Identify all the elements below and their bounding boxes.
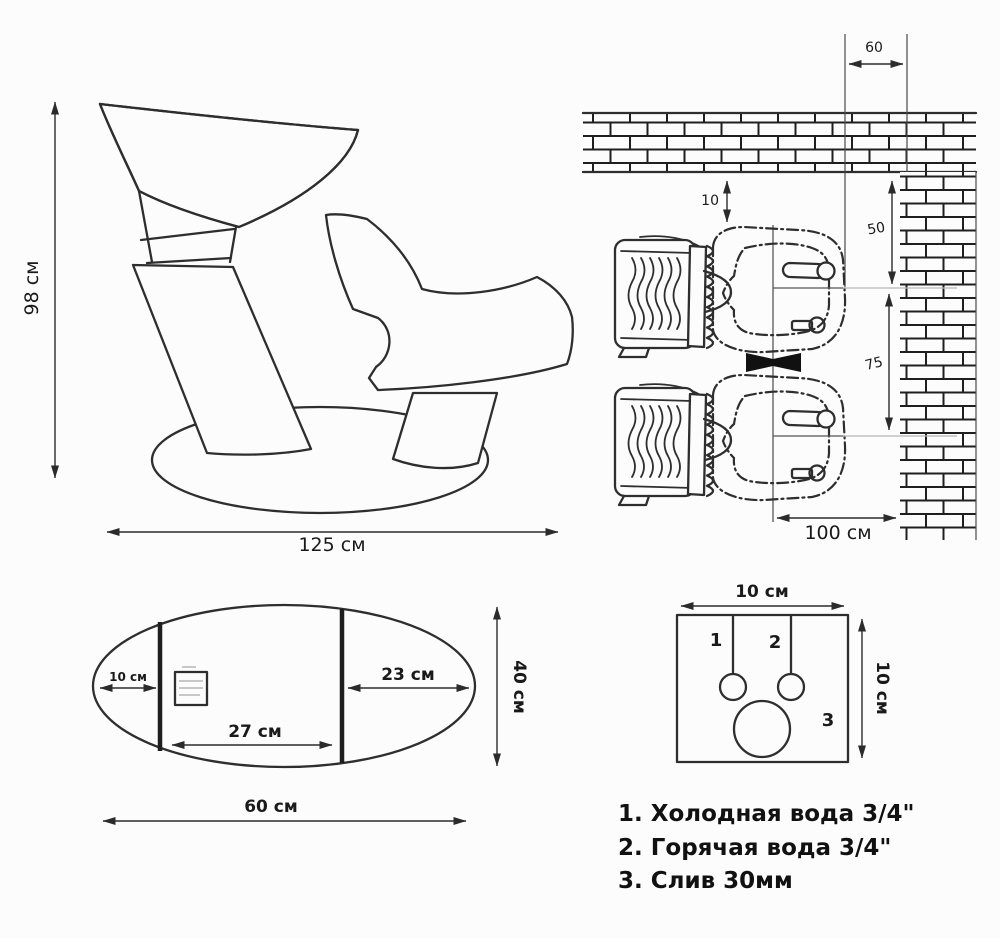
chair-pedestal: [391, 391, 499, 470]
legend-item-drain: 3. Слив 30мм: [618, 868, 793, 894]
chair-side-profile: [324, 213, 574, 392]
brick-wall-right: [900, 172, 976, 540]
plate-width-dimension-label: 10 см: [735, 582, 789, 602]
clearance-dimension-label: 10: [701, 193, 719, 209]
unit-centerlines-dark: [773, 287, 843, 437]
height-dimension-label: 98 см: [21, 261, 43, 316]
legend-item-hot-water: 2. Горячая вода 3/4": [618, 835, 891, 861]
width-dimension-label: 125 см: [298, 534, 365, 556]
depth-dimension-label: 40 см: [509, 660, 529, 714]
service-box-markings: [179, 666, 203, 696]
left-section-dimension-label: 10 см: [109, 670, 147, 684]
right-section-dimension-label: 23 см: [381, 665, 435, 685]
wall-gap-dimension-label: 60: [865, 40, 883, 56]
basin-pedestal: [131, 263, 313, 456]
wash-bowl-rim: [98, 102, 360, 132]
wash-bowl-fill: [98, 102, 360, 229]
first-offset-dimension-label: 50: [866, 220, 886, 239]
aisle-dimension-label: 100 см: [804, 522, 871, 544]
connections-diagram: 10 см 10 см 1 2 3: [675, 582, 892, 764]
brick-wall-top: [583, 113, 976, 172]
connector-bowtie: [746, 353, 801, 372]
top-view-diagram: 60 10 50 75 100 см: [581, 34, 978, 544]
washing-unit-top-1: [613, 225, 847, 359]
side-view-diagram: 98 см 125 см: [21, 101, 574, 556]
plate-height-dimension-label: 10 см: [872, 661, 892, 715]
legend-item-cold-water: 1. Холодная вода 3/4": [618, 801, 915, 827]
extension-lines: [772, 34, 908, 522]
footprint-diagram: 10 см 27 см 23 см 40 см 60 см: [91, 603, 529, 825]
wash-bowl-body: [98, 102, 360, 229]
point2-label: 2: [769, 632, 782, 653]
cold-water-port: [718, 672, 748, 702]
unit-centerlines-gray: [843, 287, 957, 437]
basin-funnel: [137, 189, 238, 265]
drain-port: [732, 699, 792, 759]
hot-water-port: [776, 672, 806, 702]
center-section-dimension-label: 27 см: [228, 722, 282, 742]
washing-unit-top-2: [613, 373, 847, 507]
connection-plate: [675, 613, 850, 764]
legend: 1. Холодная вода 3/4" 2. Горячая вода 3/…: [618, 801, 915, 894]
unit-spacing-dimension-label: 75: [863, 354, 884, 374]
base-oval: [91, 603, 477, 769]
point1-label: 1: [710, 630, 723, 651]
supply-pipes: [731, 614, 793, 676]
base-width-dimension-label: 60 см: [244, 797, 298, 817]
point3-label: 3: [822, 710, 835, 731]
